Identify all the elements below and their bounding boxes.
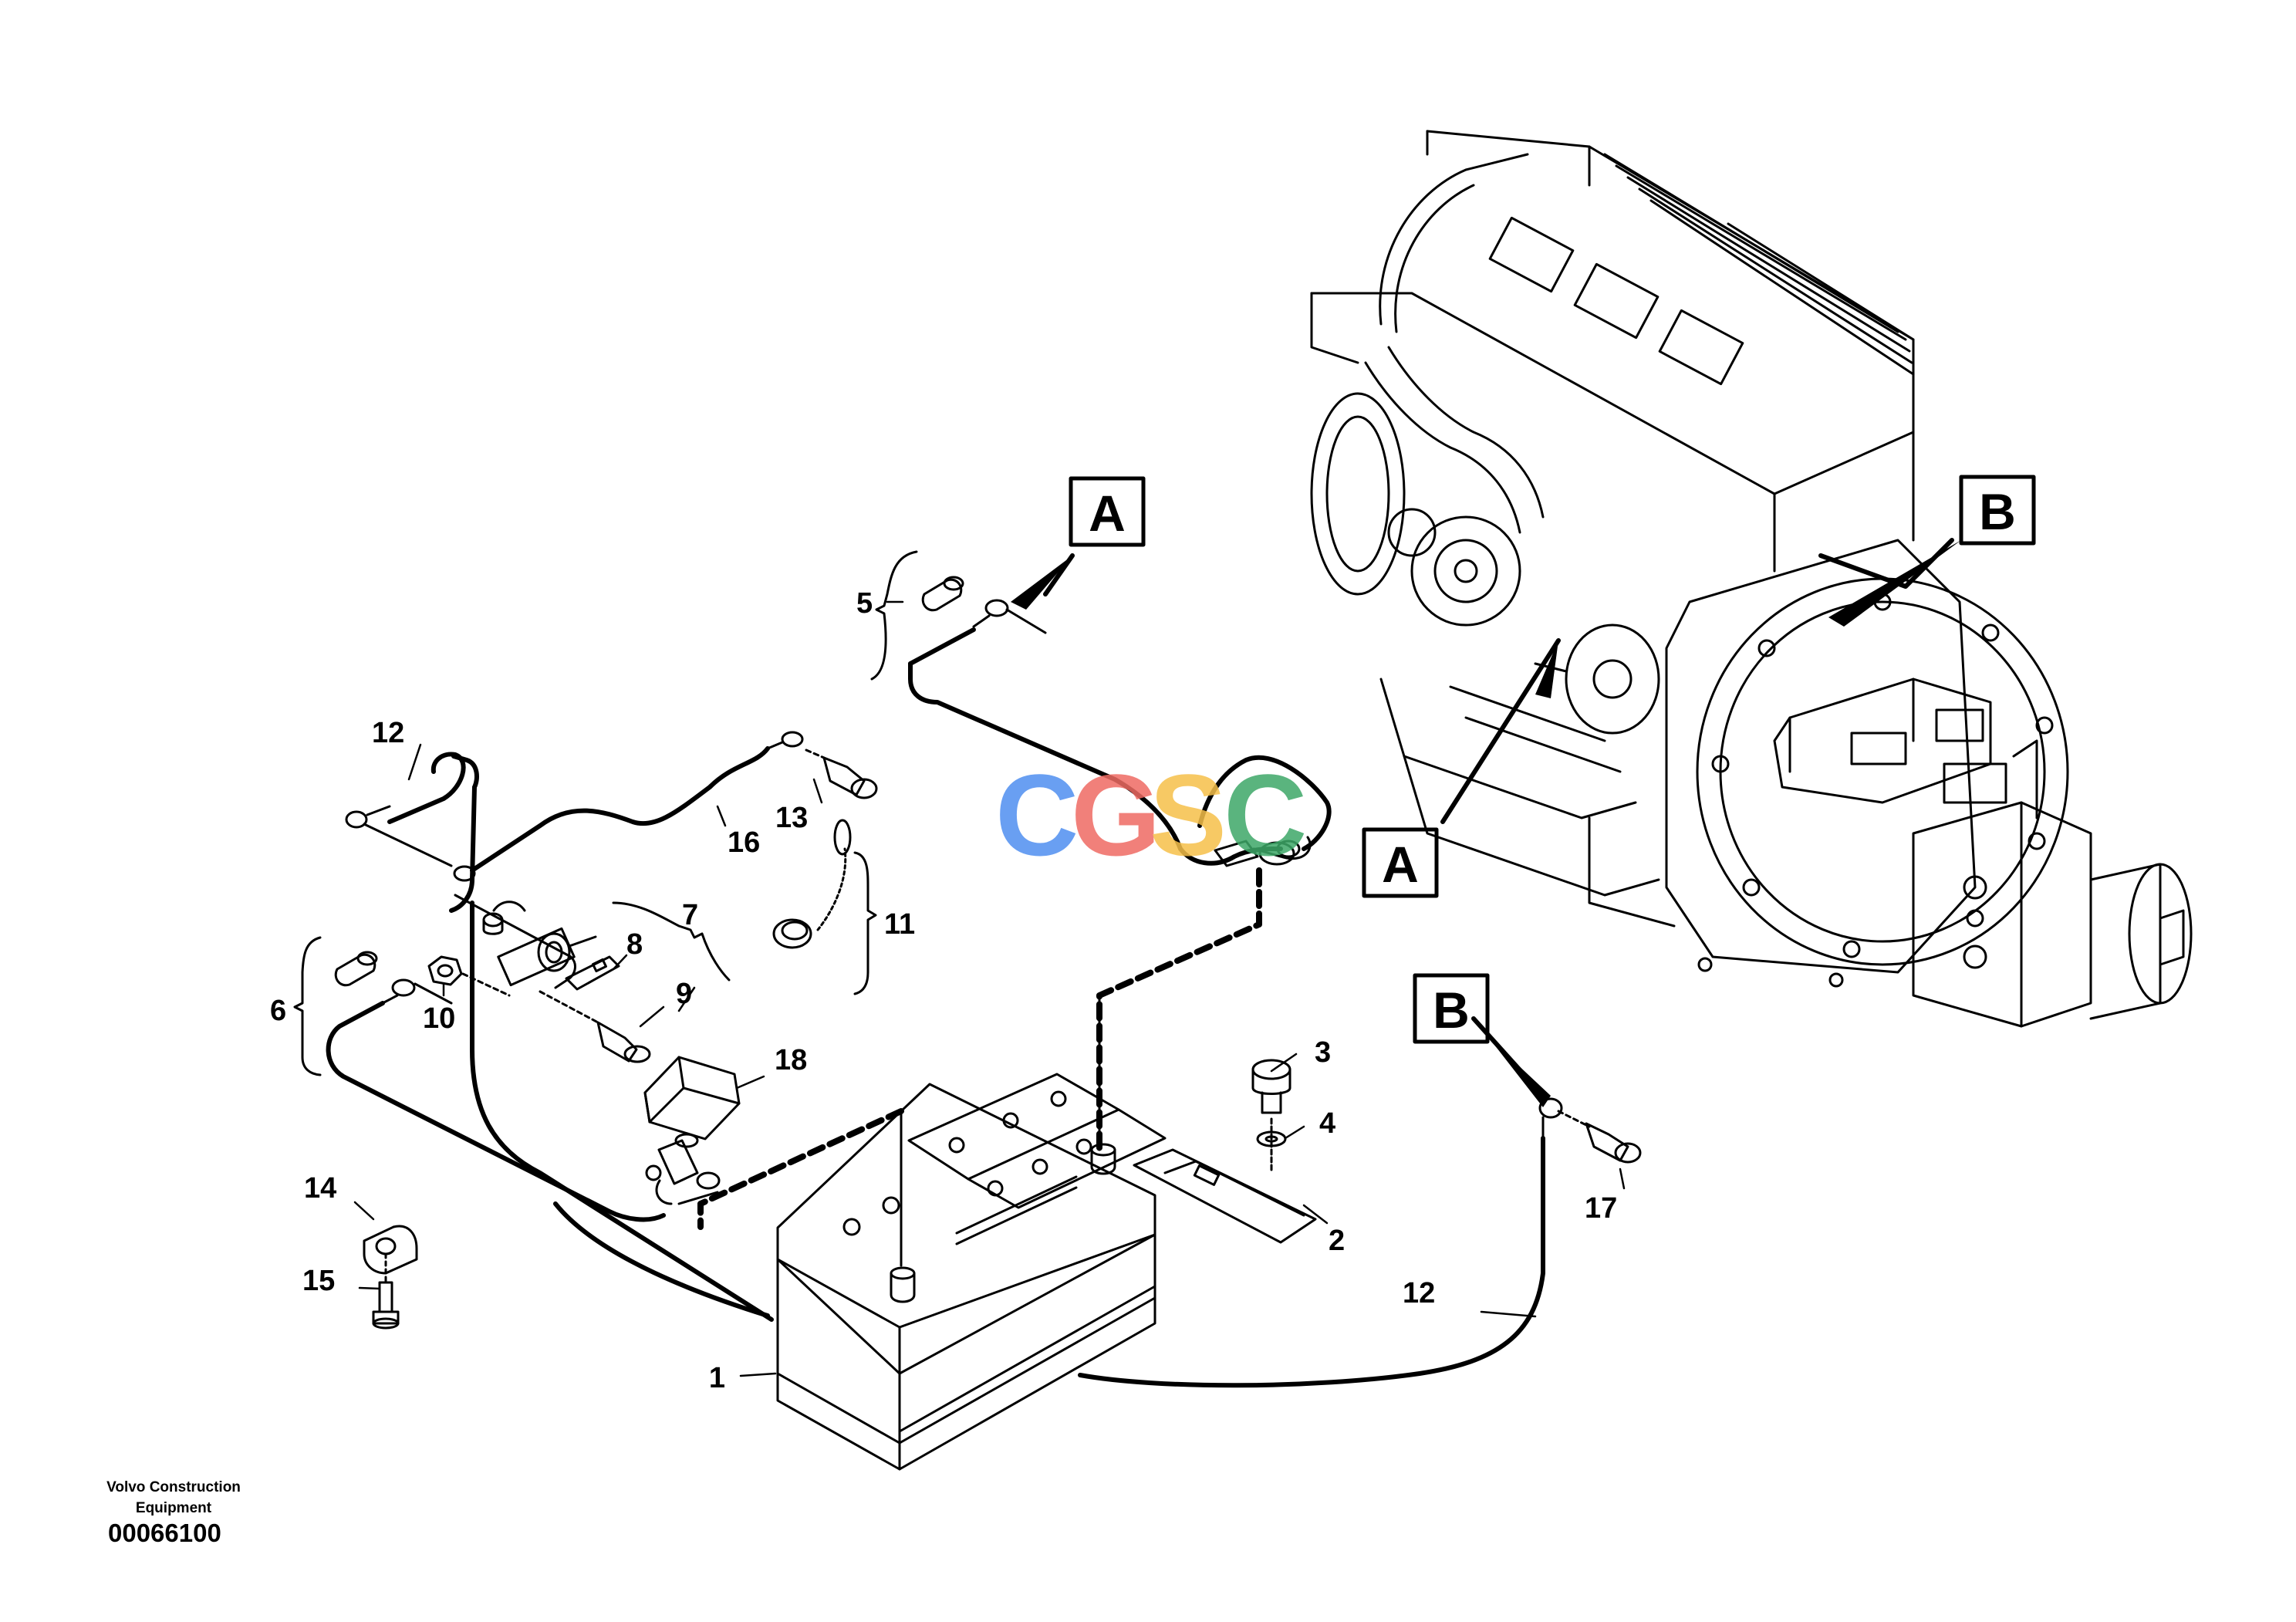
ref-label-a-engine: A [1382, 836, 1419, 893]
ref-label-b-cable: B [1433, 982, 1470, 1039]
callout-16: 16 [728, 826, 760, 859]
connection-line-negative [697, 1108, 904, 1267]
negative-post-clamp [645, 1133, 721, 1205]
callout-11: 11 [884, 908, 915, 941]
watermark-letter-3: S [1150, 750, 1227, 880]
switch-screw-top [482, 912, 504, 935]
ref-pointers [1011, 540, 1961, 1107]
callout-18: 18 [775, 1044, 807, 1076]
battery [776, 1073, 1167, 1471]
negative-terminal-bolt [334, 951, 378, 987]
ref-label-b-engine: B [1979, 483, 2016, 540]
positive-terminal-bolt [921, 576, 964, 612]
ref-box-a-engine [1362, 827, 1439, 898]
callout-4: 4 [1319, 1107, 1335, 1140]
cable-clip [363, 1225, 418, 1282]
callout-2: 2 [1329, 1225, 1345, 1257]
ref-box-b-cable [1413, 973, 1490, 1044]
engine-ground-cable [1078, 1097, 1591, 1388]
callout-9: 9 [676, 978, 692, 1010]
callout-1: 1 [709, 1362, 725, 1394]
callout-7: 7 [682, 899, 698, 931]
callout-14: 14 [304, 1172, 336, 1205]
manufacturer-label: Volvo Construction Equipment [89, 1477, 258, 1519]
battery-clamp-bar [1133, 1148, 1317, 1244]
brace-group-7 [612, 901, 731, 982]
callout-8: 8 [626, 928, 643, 961]
negative-cable [326, 978, 666, 1222]
callout-12-bottom: 12 [1403, 1277, 1435, 1309]
callout-3: 3 [1315, 1036, 1331, 1069]
callout-15: 15 [302, 1265, 335, 1297]
ref-box-b-engine [1959, 475, 2036, 546]
watermark-letter-2: G [1071, 750, 1161, 880]
switch-key [565, 955, 620, 991]
callout-13: 13 [775, 802, 808, 834]
positive-cable [908, 599, 1332, 867]
watermark-letter-4: C [1224, 750, 1307, 880]
brace-group-11 [853, 851, 877, 995]
ground-cable-long [470, 901, 774, 1322]
terminal-cap [772, 819, 852, 949]
callout-10: 10 [423, 1002, 455, 1035]
ref-box-a-top [1069, 476, 1146, 547]
manufacturer-line-2: Equipment [135, 1500, 212, 1516]
callout-6: 6 [270, 995, 286, 1027]
engine-assembly [1310, 130, 2193, 1028]
manufacturer-line-1: Volvo Construction [106, 1479, 241, 1495]
switch-cable [453, 731, 804, 882]
watermark-letter-1: C [995, 750, 1079, 880]
callout-12-top: 12 [372, 717, 404, 749]
engine-ground-bolt [1585, 1122, 1642, 1164]
callout-17: 17 [1585, 1192, 1617, 1225]
ground-bolt [805, 748, 878, 799]
brace-group-6 [293, 936, 322, 1076]
brace-group-5 [870, 550, 918, 681]
switch-mount-nut [427, 955, 511, 997]
clip-screw [372, 1281, 400, 1330]
watermark: C G S C [995, 750, 1307, 880]
callout-5: 5 [856, 587, 873, 620]
terminal-cover [643, 1056, 741, 1140]
ref-label-a-top: A [1089, 485, 1126, 542]
switch-mount-screw [539, 990, 651, 1063]
connection-line-positive [1096, 867, 1262, 1153]
drawing-number: 00066100 [108, 1519, 221, 1547]
ground-cable-short [345, 752, 479, 913]
clamp-bolt [1251, 1059, 1292, 1174]
leader-lines [353, 538, 1954, 1377]
